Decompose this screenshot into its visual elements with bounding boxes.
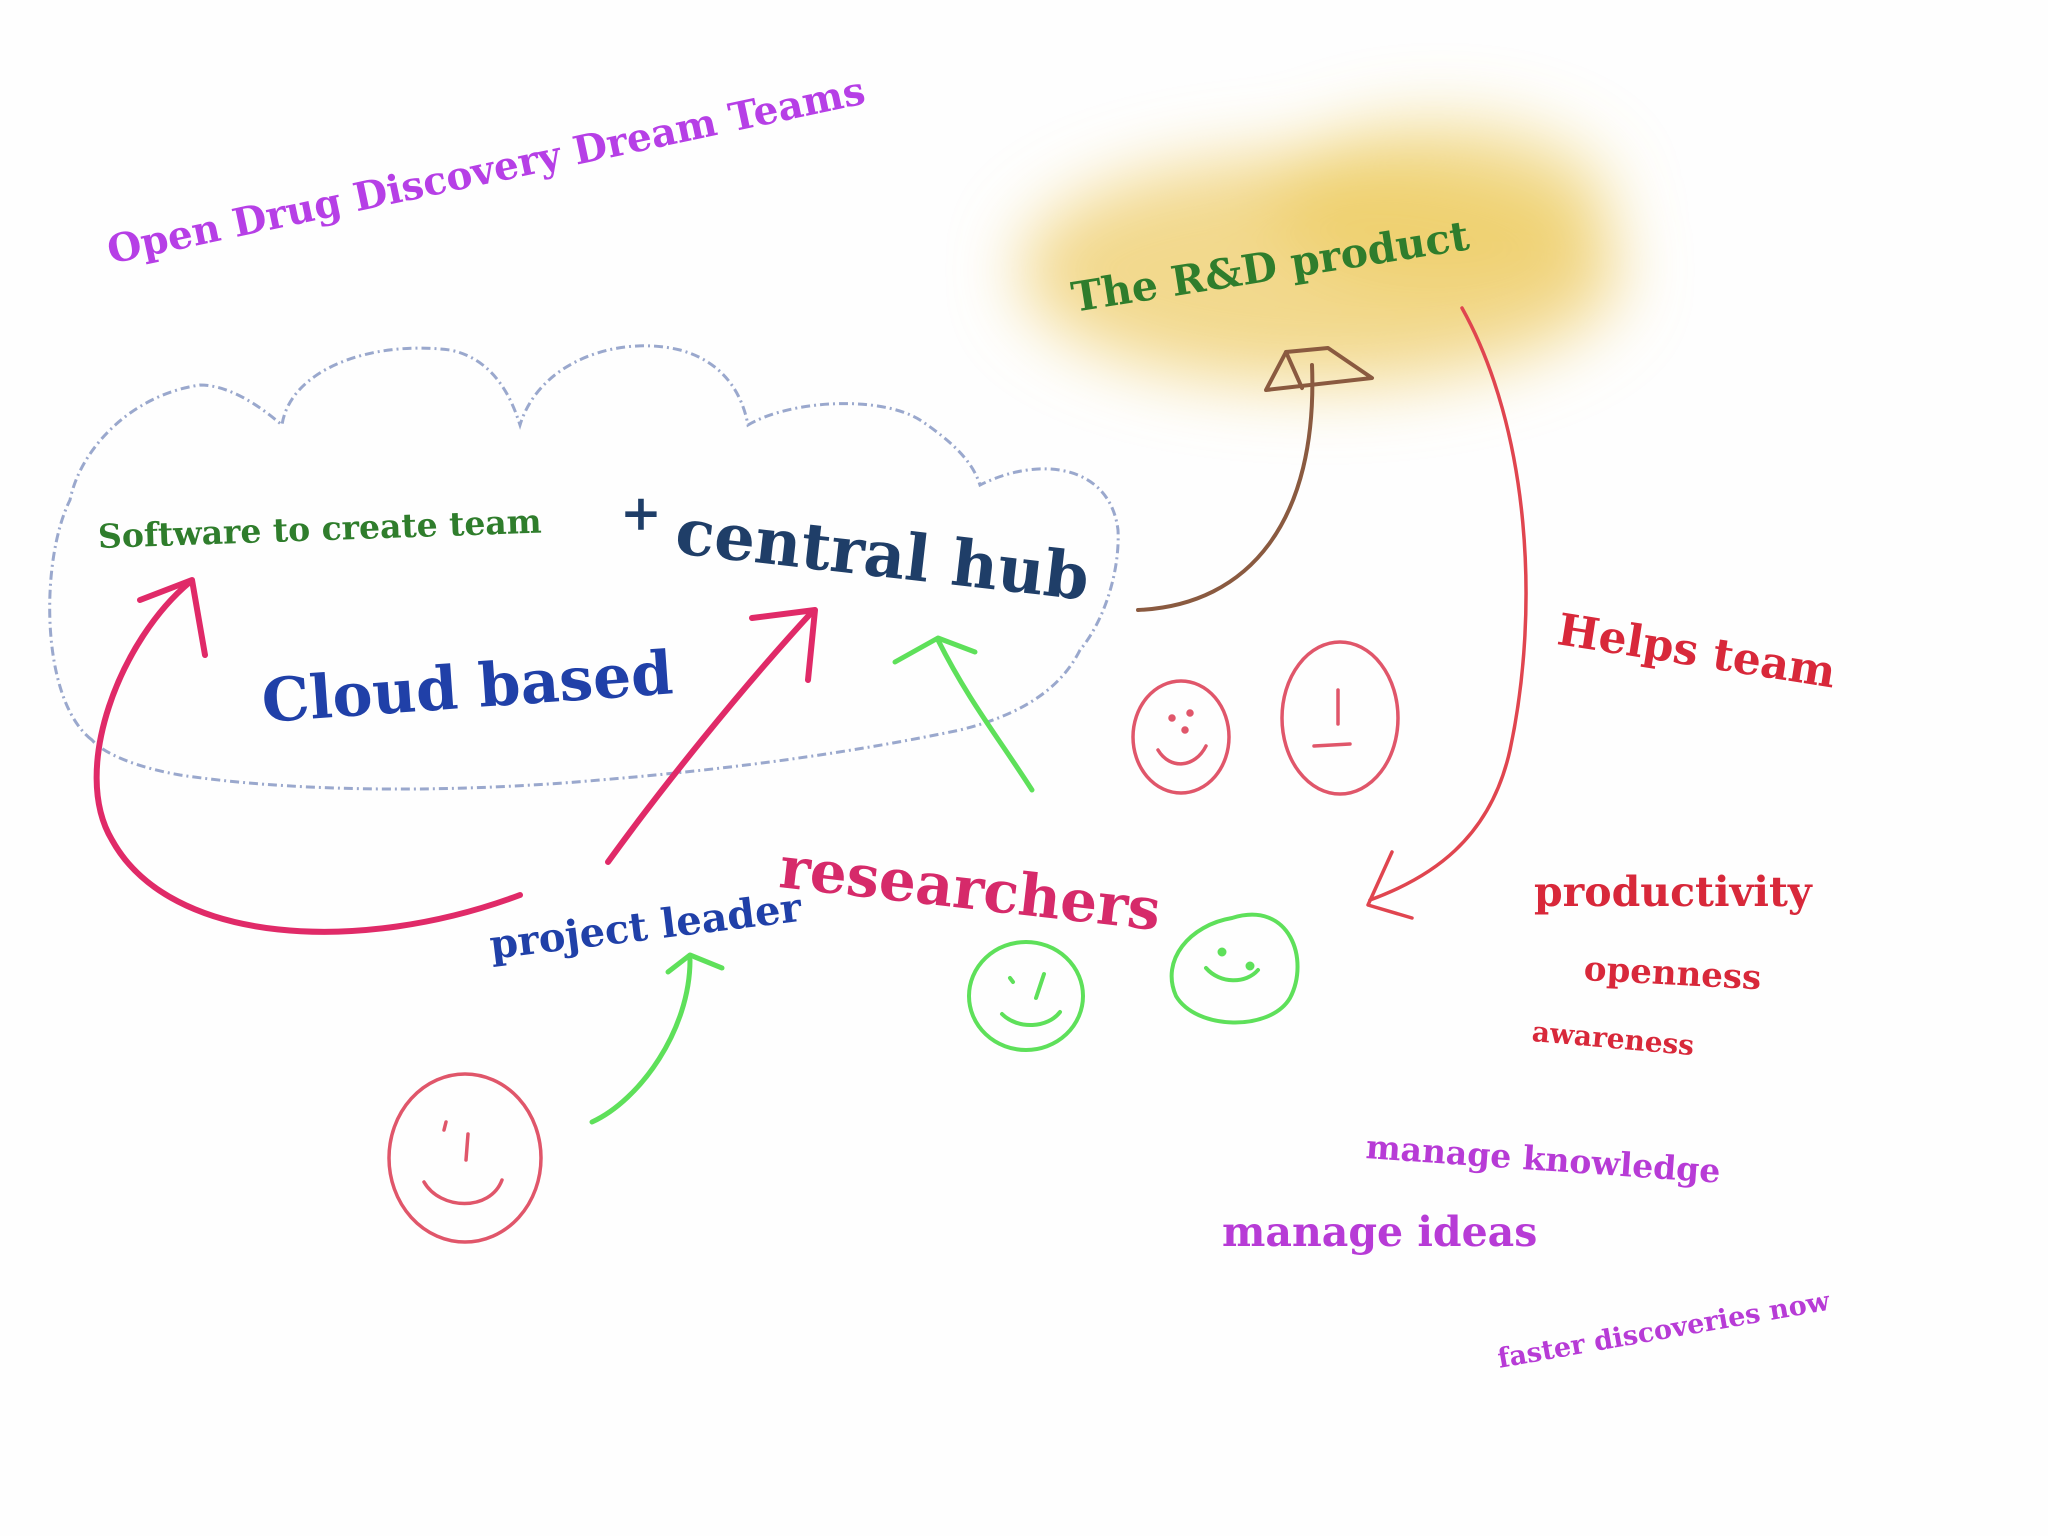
- smiley-face-icon: [387, 1072, 543, 1244]
- green-arrow-to-hub: [892, 635, 1035, 793]
- pink-arrow-to-software: [93, 577, 523, 935]
- smiley-face-icon: [1131, 679, 1231, 795]
- openness-label: openness: [1582, 949, 1763, 999]
- cloud-outline: [48, 344, 1120, 791]
- green-arrow-to-leader: [589, 952, 725, 1125]
- manage-ideas-label: manage ideas: [1222, 1208, 1538, 1256]
- smiley-face-icon: [1169, 912, 1300, 1025]
- pink-arrow-to-hub: [605, 607, 818, 865]
- red-arrow-product-to-team: [1366, 306, 1528, 920]
- product-halo: [1020, 120, 1620, 385]
- productivity-label: productivity: [1534, 868, 1812, 916]
- brown-arrow-to-product: [1136, 346, 1374, 612]
- smiley-face-icon: [1280, 640, 1400, 796]
- smiley-face-icon: [967, 940, 1085, 1052]
- plus-sign: +: [620, 483, 662, 542]
